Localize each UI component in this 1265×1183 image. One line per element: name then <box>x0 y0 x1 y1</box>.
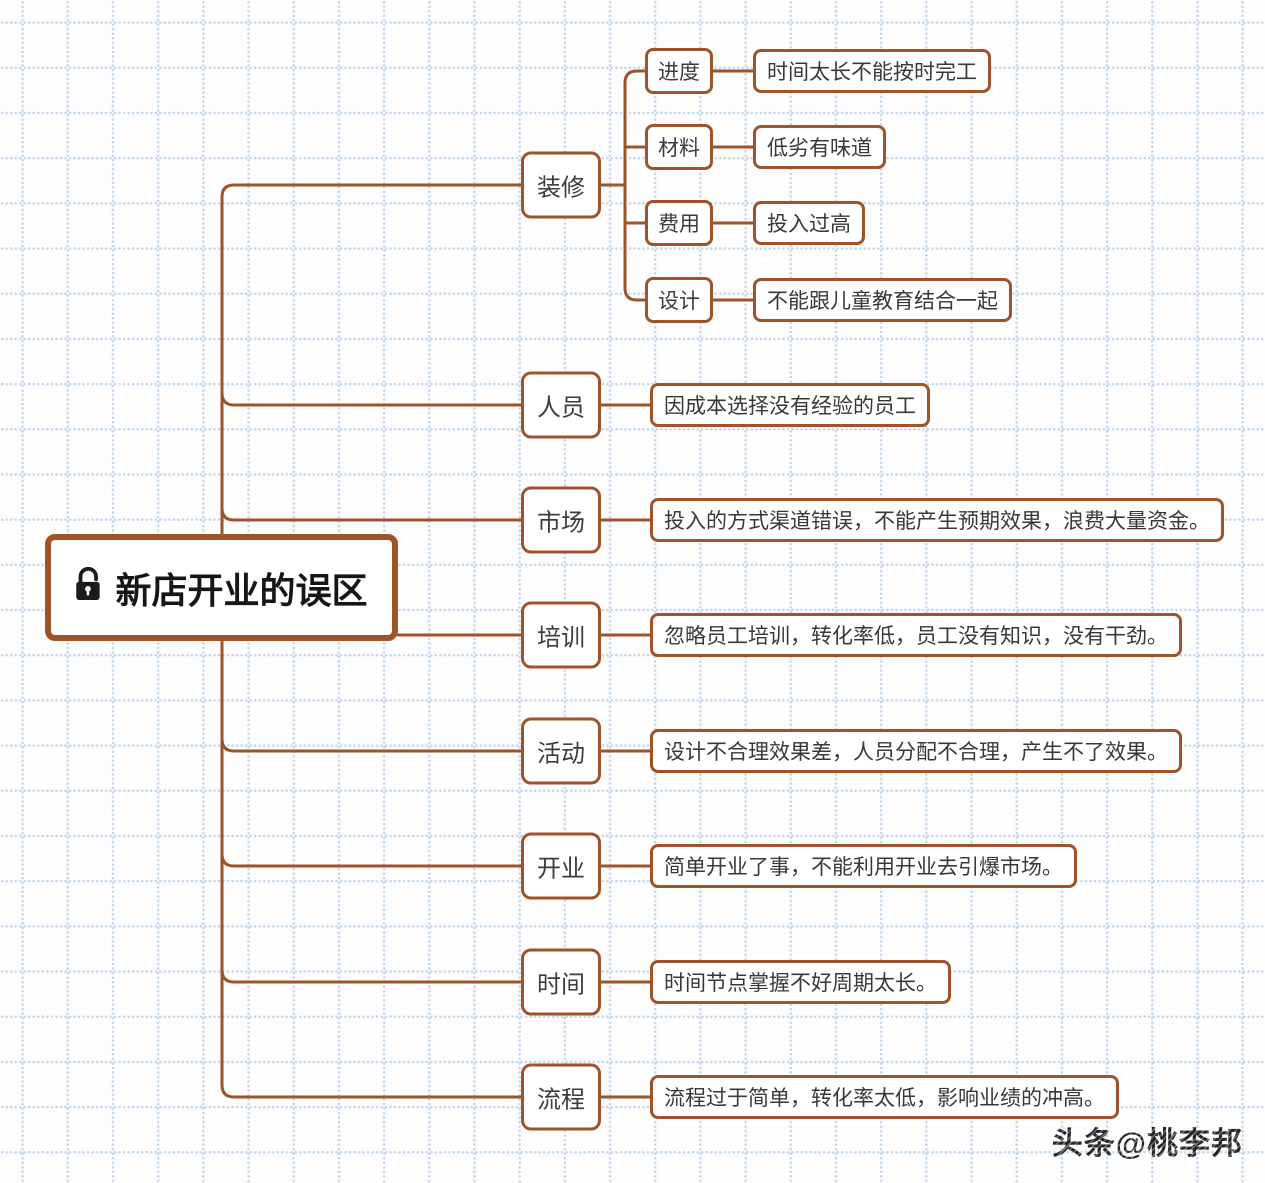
branch-connector <box>220 852 523 868</box>
root-title: 新店开业的误区 <box>115 569 368 611</box>
note-cost[interactable]: 投入过高 <box>753 201 865 245</box>
sub-node-progress[interactable]: 进度 <box>645 48 713 94</box>
note-progress[interactable]: 时间太长不能按时完工 <box>753 49 991 93</box>
root-node[interactable]: 新店开业的误区 <box>45 534 398 641</box>
note-training[interactable]: 忽略员工培训，转化率低，员工没有知识，没有干劲。 <box>650 613 1182 657</box>
branch-connector <box>220 391 523 407</box>
sub-node-design[interactable]: 设计 <box>645 277 713 323</box>
watermark: 头条@桃李邦 <box>1052 1118 1243 1163</box>
topic-node-staff[interactable]: 人员 <box>521 371 601 439</box>
sub-node-material[interactable]: 材料 <box>645 124 713 170</box>
note-activity[interactable]: 设计不合理效果差，人员分配不合理，产生不了效果。 <box>650 729 1182 773</box>
topic-node-training[interactable]: 培训 <box>521 601 601 669</box>
topic-node-opening[interactable]: 开业 <box>521 832 601 900</box>
note-time[interactable]: 时间节点掌握不好周期太长。 <box>650 960 951 1004</box>
branch-connector <box>220 968 523 984</box>
branch-connector <box>220 183 523 562</box>
branch-connector <box>220 737 523 753</box>
note-opening[interactable]: 简单开业了事，不能利用开业去引爆市场。 <box>650 844 1077 888</box>
note-process[interactable]: 流程过于简单，转化率太低，影响业绩的冲高。 <box>650 1075 1119 1119</box>
sub-node-cost[interactable]: 费用 <box>645 200 713 246</box>
note-market[interactable]: 投入的方式渠道错误，不能产生预期效果，浪费大量资金。 <box>650 498 1224 542</box>
note-design[interactable]: 不能跟儿童教育结合一起 <box>753 278 1012 322</box>
branch-connector <box>220 618 523 1099</box>
topic-node-time[interactable]: 时间 <box>521 948 601 1016</box>
note-material[interactable]: 低劣有味道 <box>753 125 886 169</box>
note-staff[interactable]: 因成本选择没有经验的员工 <box>650 383 930 427</box>
sub-branch-connector <box>623 69 647 302</box>
branch-connector <box>220 506 523 522</box>
topic-node-decoration[interactable]: 装修 <box>521 151 601 219</box>
unlock-icon <box>75 566 103 610</box>
topic-node-process[interactable]: 流程 <box>521 1063 601 1131</box>
topic-node-market[interactable]: 市场 <box>521 486 601 554</box>
topic-node-activity[interactable]: 活动 <box>521 717 601 785</box>
